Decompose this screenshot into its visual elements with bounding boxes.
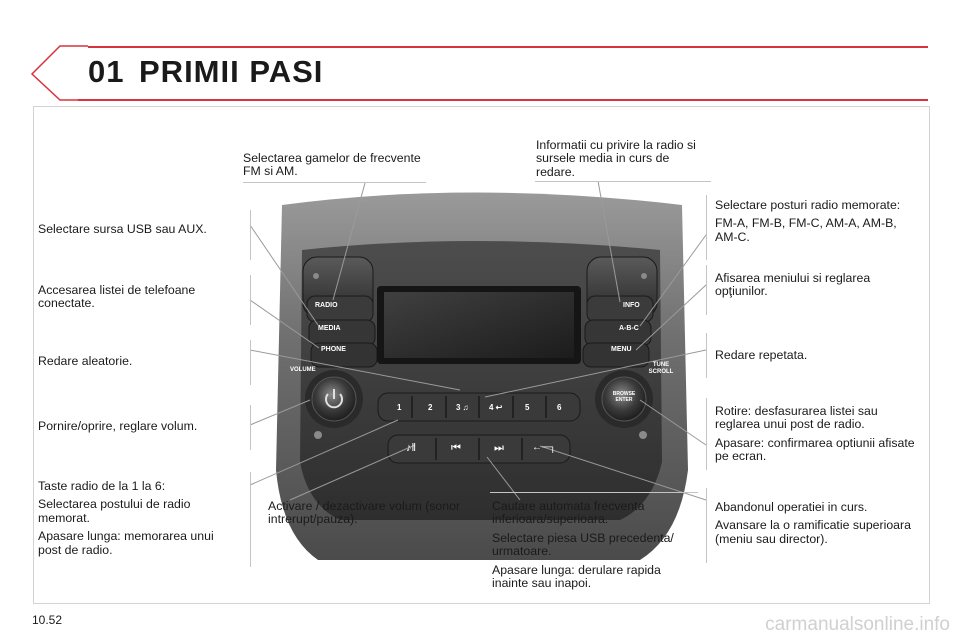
caption-back: Abandonul operatiei in curs. Avansare la… bbox=[715, 500, 911, 546]
page-number: 10.52 bbox=[32, 613, 63, 627]
radio-button[interactable]: RADIO bbox=[315, 302, 338, 309]
chapter-title: PRIMII PASI bbox=[139, 54, 324, 89]
phone-button[interactable]: PHONE bbox=[321, 346, 346, 353]
info-button[interactable]: INFO bbox=[623, 302, 640, 309]
caption-mute: Activare / dezactivare volum (sonor intr… bbox=[268, 499, 461, 527]
caption-repeat: Redare repetata. bbox=[715, 348, 808, 362]
caption-presets: Taste radio de la 1 la 6: Selectarea pos… bbox=[38, 479, 214, 557]
rule-left-1 bbox=[250, 210, 251, 260]
rule-right-2 bbox=[706, 265, 707, 315]
caption-rotary: Rotire: desfasurarea listei sau reglarea… bbox=[715, 404, 915, 464]
caption-random: Redare aleatorie. bbox=[38, 354, 133, 368]
caption-menu: Afisarea meniului si reglarea opţiunilor… bbox=[715, 271, 871, 299]
rule-left-3 bbox=[250, 340, 251, 385]
caption-phones: Accesarea listei de telefoane conectate. bbox=[38, 283, 196, 311]
tune-scroll-label: TUNE SCROLL bbox=[648, 362, 674, 375]
header-corner-accent bbox=[30, 45, 88, 101]
header-rule-top bbox=[88, 46, 928, 48]
rule-left-2 bbox=[250, 275, 251, 325]
rule-left-4 bbox=[250, 405, 251, 450]
preset-key-4-repeat[interactable]: 4 ↩ bbox=[489, 403, 503, 412]
caption-power: Pornire/oprire, reglare volum. bbox=[38, 419, 198, 433]
rule-left-5 bbox=[250, 472, 251, 567]
volume-label: VOLUME bbox=[290, 367, 316, 373]
menu-button[interactable]: MENU bbox=[611, 346, 632, 353]
rule-right-1 bbox=[706, 195, 707, 260]
abc-button[interactable]: A-B-C bbox=[619, 325, 639, 332]
preset-key-5[interactable]: 5 bbox=[525, 403, 530, 412]
preset-key-3-random[interactable]: 3 ♫ bbox=[456, 403, 469, 412]
chapter-number: 01 bbox=[88, 54, 125, 89]
rule-info bbox=[535, 181, 711, 182]
mute-pause-key[interactable]: ♪‖ bbox=[406, 442, 417, 454]
preset-key-1[interactable]: 1 bbox=[397, 403, 402, 412]
rule-right-5 bbox=[706, 488, 707, 563]
media-button[interactable]: MEDIA bbox=[318, 325, 341, 332]
rule-right-4 bbox=[706, 398, 707, 470]
seek-forward-key[interactable]: ⏭ bbox=[494, 442, 504, 454]
header-rule-bottom bbox=[78, 99, 928, 101]
caption-seek: Cautare automata frecventa inferioara/su… bbox=[492, 499, 674, 591]
preset-key-2[interactable]: 2 bbox=[428, 403, 433, 412]
back-key[interactable]: ←─┐ bbox=[532, 442, 557, 453]
seek-back-key[interactable]: ⏮ bbox=[451, 442, 461, 454]
caption-usb-aux: Selectare sursa USB sau AUX. bbox=[38, 222, 207, 236]
caption-info: Informatii cu privire la radio si sursel… bbox=[536, 138, 696, 179]
rule-right-3 bbox=[706, 333, 707, 378]
rule-bottom-seek bbox=[490, 492, 698, 493]
rule-fm-am bbox=[243, 182, 426, 183]
caption-fm-am: Selectarea gamelor de frecvente FM si AM… bbox=[243, 151, 421, 179]
caption-memorised: Selectare posturi radio memorate: FM-A, … bbox=[715, 198, 901, 244]
watermark: carmanualsonline.info bbox=[765, 614, 950, 635]
browse-enter-knob[interactable]: BROWSE ENTER bbox=[612, 391, 636, 403]
preset-key-6[interactable]: 6 bbox=[557, 403, 562, 412]
